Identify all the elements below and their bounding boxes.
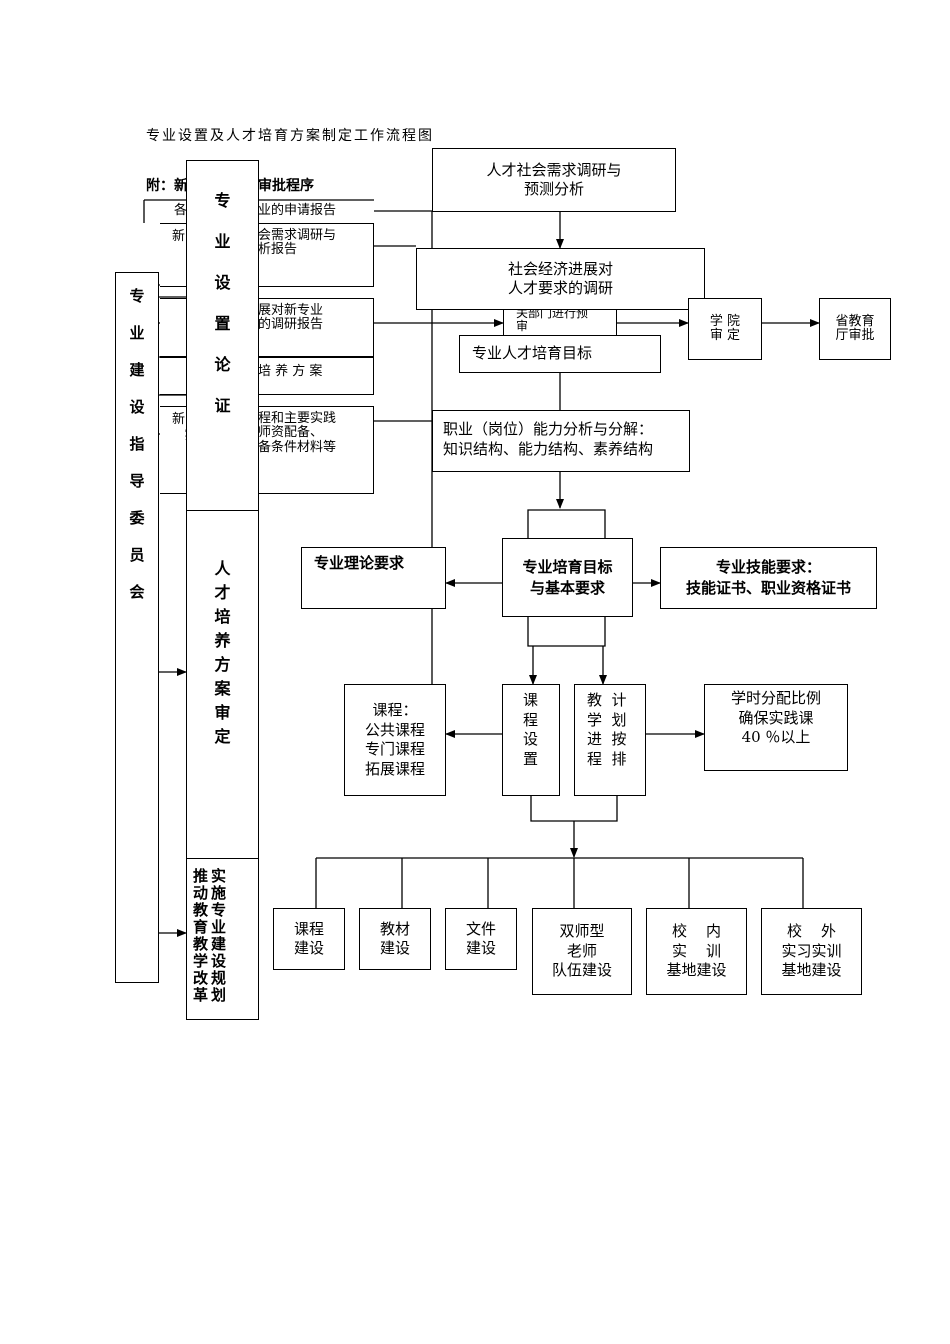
talent-target-box: 专业人才培育目标 — [459, 335, 661, 373]
report-text-1: 业的申请报告 — [258, 203, 337, 218]
committee-char: 专 — [129, 287, 145, 305]
province-approval-box: 省教育 厅审批 — [819, 298, 891, 360]
stage3-col1-char: 改 — [193, 969, 209, 987]
stage3-col1-char: 教 — [193, 901, 209, 919]
textbook-construction-box: 教材 建设 — [359, 908, 431, 970]
dual-teacher-box: 双师型 老师 队伍建设 — [532, 908, 632, 995]
committee-char: 会 — [129, 583, 145, 601]
theory-requirement-box: 专业理论要求 — [301, 547, 446, 609]
committee-char: 员 — [129, 546, 145, 564]
stage3-col2-char: 规 — [211, 969, 227, 987]
stage2-char: 方 — [214, 655, 231, 674]
committee-char: 委 — [129, 509, 145, 527]
stage1-char: 专 — [214, 191, 231, 210]
appendix-label-tail: 审批程序 — [258, 178, 314, 194]
stage-plan-approval: 人才培养方案审定 — [186, 510, 259, 859]
stage2-char: 养 — [214, 631, 231, 650]
report-prefix-1: 各 — [174, 203, 188, 218]
talent-target-text: 专业人才培育目标 — [472, 344, 593, 362]
report-prefix-2: 新 — [172, 229, 186, 244]
stage2-char: 人 — [214, 559, 231, 578]
ability-analysis-text: 职业（岗位）能力分析与分解： 知识结构、能力结构、素养结构 — [443, 420, 654, 459]
theory-requirement-text: 专业理论要求 — [314, 554, 405, 572]
stage2-char: 培 — [214, 607, 231, 626]
committee-char: 指 — [129, 435, 145, 453]
stage1-char: 设 — [214, 273, 231, 292]
stage1-char: 论 — [214, 355, 231, 374]
department-review-box: 关部门进行预 审 — [503, 310, 617, 336]
stage3-col2-char: 施 — [211, 884, 227, 902]
stage2-char: 定 — [214, 727, 231, 746]
ability-analysis-box: 职业（岗位）能力分析与分解： 知识结构、能力结构、素养结构 — [432, 410, 690, 472]
committee-char: 导 — [129, 472, 145, 490]
department-review-text: 关部门进行预 审 — [516, 310, 589, 334]
stage3-col2-char: 建 — [211, 935, 227, 953]
report-text-4: 培 养 方 案 — [258, 364, 323, 379]
report-text-2: 会需求调研与 析报告 — [258, 228, 337, 258]
document-construction-box: 文件 建设 — [445, 908, 517, 970]
stage2-char: 案 — [214, 679, 231, 698]
courses-box: 课程： 公共课程 专门课程 拓展课程 — [344, 684, 446, 796]
teaching-plan-text: 教 计 学 划 进 按 程 排 — [587, 691, 627, 768]
stage3-col1: 推动教育教学改革 — [193, 868, 208, 1004]
committee-char: 业 — [129, 324, 145, 342]
stage3-col1-char: 推 — [193, 867, 209, 885]
social-demand-research-box: 人才社会需求调研与 预测分析 — [432, 148, 676, 212]
appendix-label: 附：新 — [146, 178, 188, 194]
stage3-col2-char: 设 — [211, 952, 227, 970]
committee-char: 建 — [129, 361, 145, 379]
internal-training-base-box: 校 内 实 训 基地建设 — [646, 908, 747, 995]
stage3-col2-char: 划 — [211, 986, 227, 1004]
economic-research-box: 社会经济进展对 人才要求的调研 — [416, 248, 705, 310]
stage2-char: 审 — [214, 703, 231, 722]
report-text-3: 展对新专业 的调研报告 — [258, 303, 324, 333]
stage3-col1-char: 育 — [193, 918, 209, 936]
committee-char: 设 — [129, 398, 145, 416]
college-approval-box: 学 院 审 定 — [688, 298, 762, 360]
stage1-char: 业 — [214, 232, 231, 251]
course-construction-box: 课程 建设 — [273, 908, 345, 970]
committee-box: 专业建设指导委员会 — [115, 272, 159, 983]
external-training-base-box: 校 外 实习实训 基地建设 — [761, 908, 862, 995]
stage3-col1-char: 革 — [193, 986, 209, 1004]
course-setup-box: 课 程 设 置 — [502, 684, 560, 796]
report-text-5: 程和主要实践 师资配备、 备条件材料等 — [258, 411, 337, 455]
core-target-box: 专业培育目标 与基本要求 — [502, 538, 633, 617]
hours-allocation-box: 学时分配比例 确保实践课 40 ％以上 — [704, 684, 848, 771]
stage3-col1-char: 动 — [193, 884, 209, 902]
stage3-col2-char: 专 — [211, 901, 227, 919]
stage3-col1-char: 教 — [193, 935, 209, 953]
skill-requirement-box: 专业技能要求： 技能证书、职业资格证书 — [660, 547, 877, 609]
stage3-col1-char: 学 — [193, 952, 209, 970]
stage1-char: 置 — [214, 314, 231, 333]
page-title: 专业设置及人才培育方案制定工作流程图 — [146, 128, 434, 144]
stage3-col2-char: 业 — [211, 918, 227, 936]
stage2-char: 才 — [214, 583, 231, 602]
stage1-char: 证 — [214, 396, 231, 415]
stage-setup-demonstration: 专业设置论证 — [186, 160, 259, 511]
teaching-plan-box: 教 计 学 划 进 按 程 排 — [574, 684, 646, 796]
stage3-col2-char: 实 — [211, 867, 227, 885]
stage3-col2: 实施专业建设规划 — [211, 868, 226, 1004]
course-setup-text: 课 程 设 置 — [523, 691, 539, 768]
stage-implementation: 推动教育教学改革 实施专业建设规划 — [186, 858, 259, 1020]
